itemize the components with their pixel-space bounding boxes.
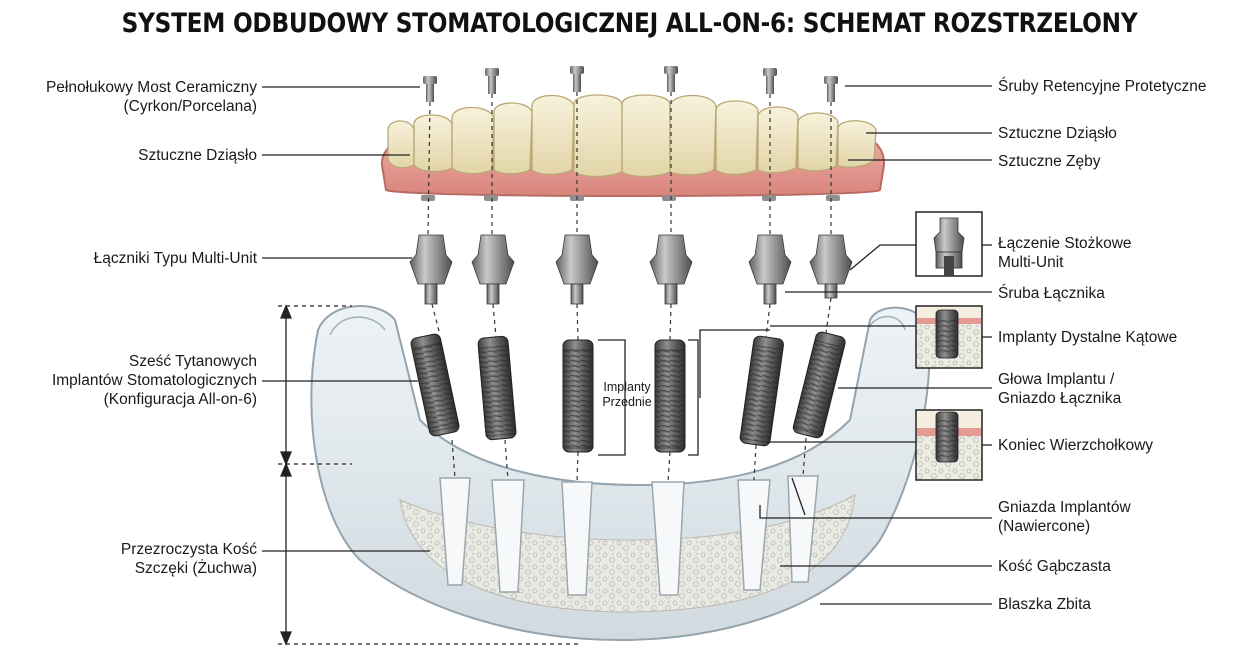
anterior-brackets [598,339,699,456]
retention-screw-icon [763,68,777,94]
ceramic-bridge [380,94,886,201]
label-implant-head: Głowa Implantu / Gniazdo Łącznika [998,370,1121,408]
label-bridge-line1: Pełnołukowy Most Ceramiczny [45,79,257,96]
artificial-teeth [387,94,877,178]
titanium-implant-icon [410,333,460,437]
label-jaw-line1: Przezroczysta Kość [120,541,257,558]
label-sockets: Gniazda Implantów (Nawiercone) [998,498,1131,536]
label-conical-line1: Łączenie Stożkowe [998,235,1132,252]
label-bridge-line2: (Cyrkon/Porcelana) [123,98,257,115]
multi-unit-abutment-icon [809,234,853,299]
label-multi-unit: Łączniki Typu Multi-Unit [93,250,257,267]
label-jaw: Przezroczysta Kość Szczęki (Żuchwa) [121,540,257,578]
label-bridge: Pełnołukowy Most Ceramiczny (Cyrkon/Porc… [46,78,257,116]
label-head-line1: Głowa Implantu / [998,371,1115,388]
label-cortical: Blaszka Zbita [998,596,1092,613]
titanium-implant-icon [739,335,784,447]
implant-sockets [439,475,819,596]
label-anterior-line2: Przednie [602,395,652,409]
titanium-implant-icon [477,335,517,441]
label-teeth: Sztuczne Zęby [998,153,1101,170]
label-jaw-line2: Szczęki (Żuchwa) [134,560,257,577]
label-abutment-screw: Śruba Łącznika [998,285,1105,302]
titanium-implants [410,331,846,453]
multi-unit-abutment-icon [409,234,453,305]
label-sockets-line2: (Nawiercone) [998,518,1091,535]
label-apical: Koniec Wierzchołkowy [998,437,1154,454]
label-anterior-line1: Implanty [603,380,651,394]
multi-unit-abutment-icon [649,234,693,305]
multi-unit-abutment-icon [555,234,599,305]
retention-screw-icon [570,66,584,92]
titanium-implant-icon [562,339,594,453]
label-conical-line2: Multi-Unit [998,254,1064,271]
inset-apical-end [915,409,983,481]
label-head-line2: Gniazdo Łącznika [998,390,1122,407]
label-anterior: Implanty Przednie [597,380,657,410]
retention-screw-icon [423,76,437,102]
multi-unit-abutment-icon [748,234,792,305]
label-implants-line3: (Konfiguracja All-on-6) [103,391,257,408]
multi-unit-abutment-icon [471,234,515,305]
page-title: SYSTEM ODBUDOWY STOMATOLOGICZNEJ ALL-ON-… [121,8,1138,39]
retention-screw-icon [664,66,678,92]
label-sockets-line1: Gniazda Implantów [998,499,1131,516]
retention-screw-icon [485,68,499,94]
assembly-axes [427,92,832,483]
label-implants-line2: Implantów Stomatologicznych [51,372,257,389]
titanium-implant-icon [792,331,846,439]
label-gum-right: Sztuczne Dziąsło [998,125,1117,142]
label-screws: Śruby Retencyjne Protetyczne [998,78,1207,95]
label-implants: Sześć Tytanowych Implantów Stomatologicz… [52,352,257,409]
label-distal: Implanty Dystalne Kątowe [998,329,1178,346]
multi-unit-abutments [409,234,853,305]
retention-screws [423,66,838,102]
inset-distal-implant [915,305,983,369]
dimension-markers [278,304,580,646]
label-implants-line1: Sześć Tytanowych [128,353,257,370]
leader-lines [262,85,992,605]
inset-conical-connection [915,211,983,277]
label-spongy: Kość Gąbczasta [998,558,1111,575]
label-gum-left: Sztuczne Dziąsło [138,147,257,164]
label-conical: Łączenie Stożkowe Multi-Unit [998,234,1132,272]
titanium-implant-icon [654,339,686,453]
retention-screw-icon [824,76,838,102]
